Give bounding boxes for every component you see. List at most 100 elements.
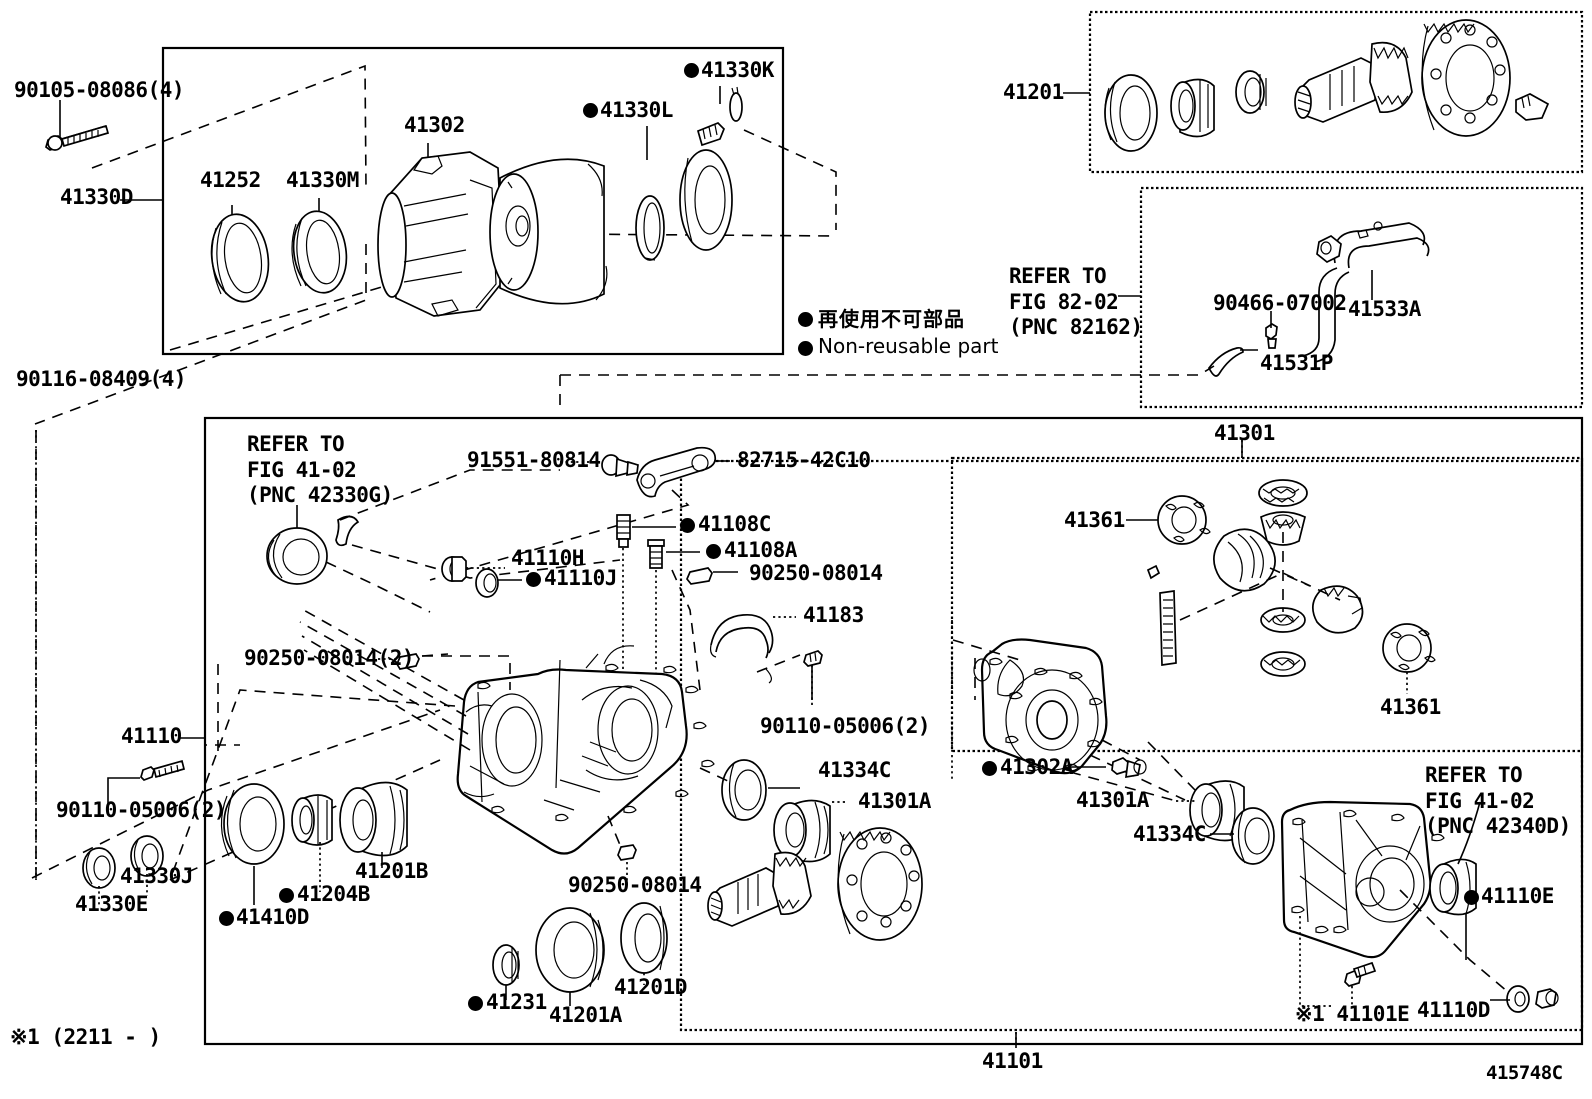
nonreusable-dot-41204B bbox=[279, 888, 294, 903]
refer4102d-line1: REFER TO bbox=[1425, 763, 1523, 787]
pin-90250-c bbox=[617, 844, 637, 884]
part-label-41183: 41183 bbox=[803, 603, 864, 627]
bearing-41301A-c bbox=[773, 799, 848, 863]
ring-41330M bbox=[291, 210, 348, 294]
part-label-90250-b: 90250-08014(2) bbox=[244, 646, 415, 670]
pin-90250-a bbox=[686, 567, 738, 585]
part-label-41201D: 41201D bbox=[614, 975, 687, 999]
washer-41330J bbox=[130, 835, 164, 896]
bolt-90110-left bbox=[107, 759, 186, 812]
part-label-41330E: 41330E bbox=[75, 892, 148, 916]
refer4102g-line2: FIG 41-02 bbox=[247, 457, 357, 482]
part-label-41361-b: 41361 bbox=[1380, 695, 1441, 719]
part-label-41110D: 41110D bbox=[1417, 998, 1490, 1022]
ring-41252 bbox=[210, 213, 270, 303]
part-label-41201A: 41201A bbox=[549, 1003, 622, 1027]
plug-41108C bbox=[616, 514, 676, 548]
part-90466 bbox=[1265, 311, 1278, 349]
refer82-line3: (PNC 82162) bbox=[1009, 315, 1143, 340]
part-label-41101: 41101 bbox=[982, 1049, 1043, 1073]
part-label-41301A-c: 41301A bbox=[858, 789, 931, 813]
oilseal-41410D bbox=[220, 783, 285, 905]
legend-text-en: Non-reusable part bbox=[818, 334, 999, 358]
part-label-41231: 41231 bbox=[486, 990, 547, 1014]
part-label-41330J: 41330J bbox=[120, 864, 193, 888]
nonreusable-dot-41410D bbox=[219, 911, 234, 926]
washer-41361-a bbox=[1126, 495, 1211, 545]
oilseal-41334C-c bbox=[721, 759, 800, 821]
refer4102d-line3: (PNC 42340D) bbox=[1425, 814, 1571, 839]
nonreusable-dot-41231 bbox=[468, 996, 483, 1011]
oilseal-41334C-r bbox=[1210, 807, 1275, 865]
part-label-41330M: 41330M bbox=[286, 168, 359, 192]
snapring-41330L bbox=[635, 195, 665, 261]
drawing-number: 415748C bbox=[1486, 1062, 1563, 1084]
part-label-41101E: ※1 41101E bbox=[1295, 1002, 1410, 1026]
bearing-41201A bbox=[535, 907, 605, 1006]
refer4102g-line1: REFER TO bbox=[247, 432, 345, 456]
part-label-41201B: 41201B bbox=[355, 859, 428, 883]
top-right-panel-frame bbox=[1088, 10, 1584, 174]
part-label-82715: 82715-42C10 bbox=[737, 448, 871, 472]
ring-41231 bbox=[492, 944, 520, 1000]
bolt-90110-right bbox=[803, 650, 823, 708]
part-label-41531P: 41531P bbox=[1260, 351, 1333, 375]
cover-41101E bbox=[1280, 800, 1445, 959]
nonreusable-dot-41110E bbox=[1464, 890, 1479, 905]
nonreusable-dot-41108C bbox=[680, 518, 695, 533]
oilseal-42330G bbox=[266, 527, 328, 585]
part-label-90116: 90116-08409(4) bbox=[16, 367, 187, 391]
part-label-90110-right: 90110-05006(2) bbox=[760, 714, 931, 738]
bush-41204B bbox=[291, 794, 333, 892]
legend-text-jp: 再使用不可部品 bbox=[818, 307, 965, 331]
part-label-41361-a: 41361 bbox=[1064, 508, 1125, 532]
part-label-41334C-r: 41334C bbox=[1133, 822, 1206, 846]
part-label-41330D: 41330D bbox=[60, 185, 133, 209]
part-label-41330L: 41330L bbox=[600, 98, 673, 122]
part-label-90110-left: 90110-05006(2) bbox=[56, 798, 227, 822]
bolt-91551 bbox=[560, 454, 639, 478]
hose-41533A bbox=[1302, 221, 1430, 363]
part-label-41334C-c: 41334C bbox=[818, 758, 891, 782]
part-label-90250-a: 90250-08014 bbox=[749, 561, 883, 585]
part-label-41204B: 41204B bbox=[297, 882, 370, 906]
refer-to-fig-41-02-g: REFER TO FIG 41-02 (PNC 42330G) bbox=[247, 432, 393, 509]
part-label-41301A-r: 41301A bbox=[1076, 788, 1149, 812]
part-label-41301-kit: 41301 bbox=[1214, 421, 1275, 445]
refer4102g-line3: (PNC 42330G) bbox=[247, 483, 393, 508]
hose-41183 bbox=[709, 613, 796, 684]
part-label-41330K: 41330K bbox=[701, 58, 774, 82]
washer-41361-b bbox=[1382, 623, 1436, 694]
pinion-shaft-center bbox=[707, 851, 812, 927]
refer82-line1: REFER TO bbox=[1009, 264, 1107, 288]
refer-82-panel-frame bbox=[1139, 186, 1584, 409]
nonreusable-dot-41330K bbox=[684, 63, 699, 78]
bearing-41201B bbox=[339, 781, 408, 868]
part-label-90250-c: 90250-08014 bbox=[568, 873, 702, 897]
main-inner-frame bbox=[679, 459, 1584, 1032]
diff-case bbox=[973, 638, 1108, 775]
refer4102d-line2: FIG 41-02 bbox=[1425, 788, 1535, 813]
housing-41110 bbox=[456, 645, 715, 855]
bush-41110H bbox=[441, 556, 505, 582]
part-label-91551: 91551-80814 bbox=[467, 448, 601, 472]
nonreusable-dot-41108A bbox=[706, 544, 721, 559]
part-label-41108A: 41108A bbox=[724, 538, 797, 562]
part-label-41110E: 41110E bbox=[1481, 884, 1554, 908]
legend-dot-en bbox=[798, 341, 813, 356]
washer-41110D bbox=[1490, 985, 1559, 1013]
part-label-41533A: 41533A bbox=[1348, 297, 1421, 321]
part-label-90466: 90466-07002 bbox=[1213, 291, 1347, 315]
housing-41302 bbox=[377, 151, 505, 317]
hose-41531P bbox=[1208, 346, 1258, 377]
part-label-41110H: 41110H bbox=[511, 546, 584, 570]
elbow-pipe bbox=[335, 515, 360, 547]
washer-41110J bbox=[475, 568, 522, 598]
part-label-41302: 41302 bbox=[404, 113, 465, 137]
shim-41201D bbox=[620, 902, 668, 985]
ring-gear-center bbox=[837, 827, 923, 941]
part-label-41201-kit: 41201 bbox=[1003, 80, 1064, 104]
plug-41108A bbox=[647, 539, 700, 569]
part-label-41252: 41252 bbox=[200, 168, 261, 192]
